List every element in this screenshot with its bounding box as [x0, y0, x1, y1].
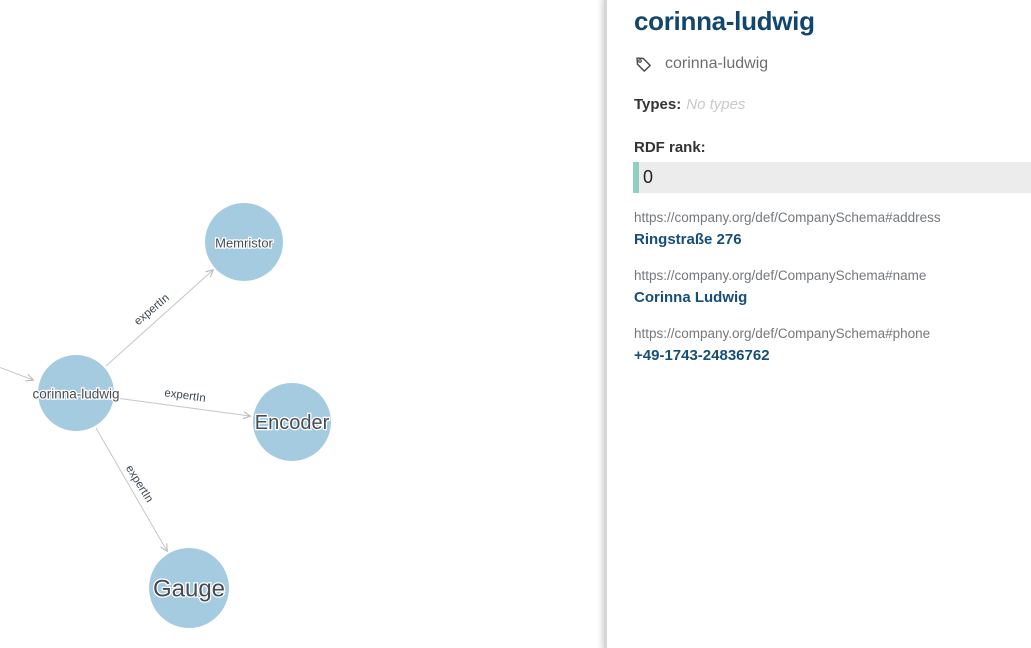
node-label-encoder: Encoder [255, 412, 330, 434]
property-value: Corinna Ludwig [634, 288, 748, 306]
page-title: corinna-ludwig [634, 6, 815, 36]
node-label-corinna-ludwig: corinna-ludwig [32, 387, 119, 402]
node-label-gauge: Gauge [153, 576, 225, 603]
edge-label-corinna-ludwig-encoder[interactable]: expertIn [162, 386, 208, 407]
node-label-text: corinna-ludwig [665, 55, 769, 73]
property-group-phone: https://company.org/def/CompanySchema#ph… [634, 326, 1031, 364]
rdf-rank-label: RDF rank: [634, 139, 706, 157]
graph-edges: expertIn expertIn expertIn [0, 270, 250, 551]
property-list: https://company.org/def/CompanySchema#ad… [634, 210, 1031, 364]
property-group-name: https://company.org/def/CompanySchema#na… [634, 268, 1031, 306]
node-label-memristor: Memristor [215, 236, 273, 251]
graph-svg: expertIn expertIn expertIn Memristor corinn… [0, 203, 331, 628]
panel-divider [604, 0, 607, 648]
property-predicate: https://company.org/def/CompanySchema#ph… [634, 325, 931, 341]
graph-canvas[interactable]: expertIn expertIn expertIn Memristor corinn… [0, 0, 606, 648]
edge-label-corinna-ludwig-memristor[interactable]: expertIn [131, 291, 174, 330]
rdf-rank-bar: 0 [633, 162, 1031, 194]
tag-icon [634, 55, 653, 74]
types-label: Types: [634, 96, 682, 114]
property-group-address: https://company.org/def/CompanySchema#ad… [634, 210, 1031, 248]
graph-node-corinna-ludwig[interactable] [38, 355, 114, 431]
graph-node-encoder[interactable] [253, 383, 331, 461]
graph-node-gauge[interactable] [149, 548, 229, 628]
graph-node-memristor[interactable] [205, 203, 283, 281]
rdf-rank-value: 0 [643, 166, 654, 187]
property-predicate: https://company.org/def/CompanySchema#na… [634, 268, 927, 284]
edge-label-corinna-ludwig-gauge[interactable]: expertIn [121, 462, 156, 507]
property-predicate: https://company.org/def/CompanySchema#ad… [634, 210, 941, 226]
types-value: No types [686, 96, 746, 114]
types-row: Types:No types [634, 96, 1031, 113]
property-value: Ringstraße 276 [634, 231, 742, 249]
rdf-rank-fill [633, 162, 639, 194]
node-details-panel: corinna-ludwig corinna-ludwig Types:No t… [607, 0, 1031, 648]
node-label-row: corinna-ludwig [634, 53, 1031, 75]
graph-edge-corinna-ludwig-memristor[interactable] [105, 270, 213, 367]
graph-edge-corinna-ludwig-encoder[interactable] [115, 397, 250, 416]
graph-edge-corinna-ludwig-gauge[interactable] [95, 427, 167, 551]
property-value: +49-1743-24836762 [634, 346, 770, 364]
graph-edge-offscreen-corinna-ludwig[interactable] [0, 358, 33, 380]
